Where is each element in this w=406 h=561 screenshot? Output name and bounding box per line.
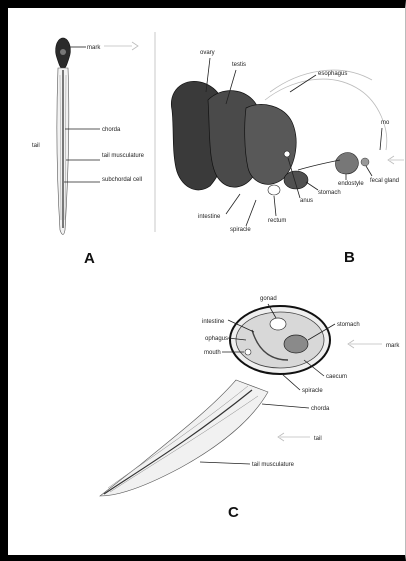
- panel-a: mark tail chorda tail musculature subcho…: [32, 32, 155, 267]
- label-tail-musculature-c: tail musculature: [252, 462, 295, 468]
- stomach-shape-c: [284, 335, 308, 353]
- label-tail-c: tail: [314, 436, 322, 442]
- label-mouth: mouth: [204, 350, 221, 356]
- label-spiracle-c: spiracle: [302, 388, 323, 394]
- label-mark: mark: [87, 45, 101, 51]
- label-testis: testis: [232, 62, 246, 68]
- mouth-shape-c: [245, 349, 251, 355]
- fecal-gland-shape: [361, 158, 369, 166]
- label-gonad: gonad: [260, 296, 277, 302]
- gonad-shape-c: [270, 318, 286, 330]
- label-ophagus: ophagus: [205, 336, 228, 342]
- mark-arrow-c: [348, 340, 382, 348]
- trunk-organ: [60, 49, 66, 55]
- label-fecal-gland: fecal gland: [370, 178, 399, 184]
- label-stomach-b: stomach: [318, 190, 341, 196]
- leader-chorda-c: [262, 404, 309, 408]
- panel-c: gonad intestine stomach ophagus mark mou…: [100, 296, 400, 521]
- mark-arrow: [104, 42, 138, 50]
- panel-a-letter: A: [84, 250, 95, 267]
- leader-stomach-b: [306, 182, 318, 190]
- label-subchordal-cell: subchordal cell: [102, 177, 142, 183]
- leader-spiracle-c: [282, 374, 300, 390]
- label-stomach-c: stomach: [337, 322, 360, 328]
- tail-arrow-c: [278, 433, 310, 441]
- gut-tube: [298, 160, 340, 170]
- leader-mo: [380, 128, 382, 150]
- label-rectum: rectum: [268, 218, 286, 224]
- leader-intestine-b: [226, 194, 240, 214]
- label-chorda-c: chorda: [311, 406, 330, 412]
- label-chorda: chorda: [102, 127, 121, 133]
- leader-esophagus: [290, 75, 316, 92]
- anus-shape: [284, 151, 290, 157]
- label-ovary: ovary: [200, 50, 215, 56]
- stomach-shape: [284, 171, 308, 189]
- label-tail: tail: [32, 143, 40, 149]
- mo-arrow: [388, 156, 404, 164]
- label-intestine-b: intestine: [198, 214, 221, 220]
- label-intestine-c: intestine: [202, 319, 225, 325]
- leader-fecal-gland: [366, 166, 372, 176]
- label-mo-cut: mo: [381, 120, 390, 126]
- panel-c-letter: C: [228, 504, 239, 521]
- endostyle-shape: [335, 153, 358, 175]
- label-caecum: caecum: [326, 374, 347, 380]
- leader-rectum: [274, 196, 276, 216]
- gonad-lobe-3: [245, 104, 296, 184]
- leader-spiracle-b: [246, 200, 256, 226]
- label-mark-c: mark: [386, 343, 400, 349]
- panel-b-letter: B: [344, 249, 355, 266]
- rectum-shape: [268, 185, 280, 195]
- leader-tail-musculature-c: [200, 462, 250, 464]
- label-esophagus: esophagus: [318, 71, 347, 77]
- label-spiracle-b: spiracle: [230, 227, 251, 233]
- panel-b: ovary testis esophagus mo intestine spir…: [171, 50, 404, 266]
- label-tail-musculature-a: tail musculature: [102, 153, 145, 159]
- label-anus: anus: [300, 198, 313, 204]
- label-endostyle: endostyle: [338, 181, 364, 187]
